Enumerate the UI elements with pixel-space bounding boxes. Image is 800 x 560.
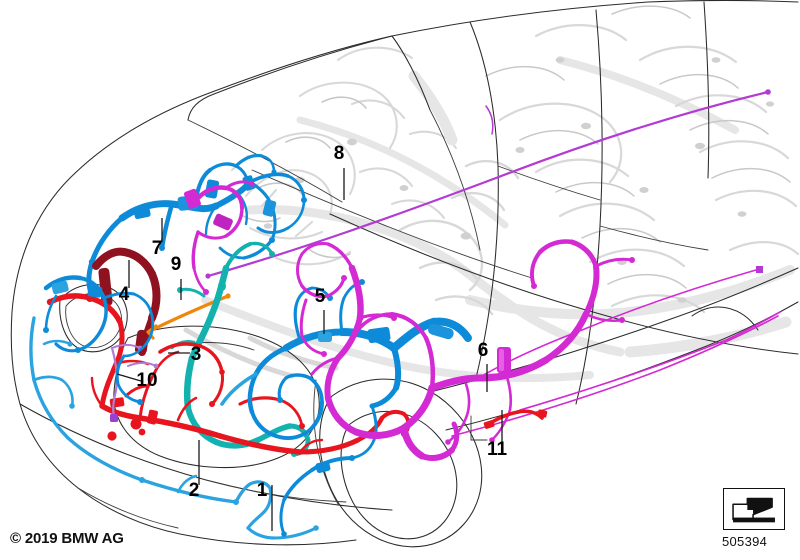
callout-number-3: 3 <box>191 344 202 365</box>
harness-11-earth-strap <box>470 409 548 441</box>
callout-number-1: 1 <box>257 480 268 501</box>
callout-number-4: 4 <box>119 284 130 305</box>
diagram-id-number: 505394 <box>722 534 768 549</box>
vehicle-body-outline <box>10 0 799 548</box>
callout-number-11: 11 <box>487 439 508 460</box>
callout-number-9: 9 <box>171 254 182 275</box>
harness-8-antenna-cable <box>205 89 771 279</box>
callout-number-6: 6 <box>478 340 489 361</box>
copyright-notice: © 2019 BMW AG <box>10 530 124 547</box>
ghost-connectors <box>263 57 774 303</box>
callout-10: 10 <box>116 370 158 391</box>
callout-4: 4 <box>119 260 130 305</box>
callout-number-8: 8 <box>334 143 345 164</box>
callout-11: 11 <box>487 410 508 460</box>
callout-1: 1 <box>257 480 273 531</box>
callout-7: 7 <box>152 218 163 259</box>
harness-1-underbody-blue <box>29 316 319 540</box>
zoom-badge <box>723 488 785 530</box>
callout-number-7: 7 <box>152 238 163 259</box>
callout-8: 8 <box>334 143 345 200</box>
harness-front-left-blue-cluster <box>43 275 155 405</box>
harness-engine-bay-magenta <box>183 180 255 295</box>
callout-leader-10 <box>116 373 142 382</box>
callout-layer: 1 2 3 4 5 6 7 8 9 10 11 <box>116 143 508 531</box>
callout-number-5: 5 <box>315 286 326 307</box>
callout-number-10: 10 <box>136 370 157 391</box>
callout-3: 3 <box>168 344 201 365</box>
ghost-harness-layer <box>183 5 800 383</box>
magnifier-arrow-icon <box>732 497 775 523</box>
callout-2: 2 <box>189 440 200 501</box>
callout-6: 6 <box>478 340 489 392</box>
callout-9: 9 <box>171 254 182 300</box>
harness-2-front-end-red <box>46 293 411 455</box>
callout-number-2: 2 <box>189 480 200 501</box>
harness-7-engine-compartment-blue <box>86 153 307 299</box>
callout-5: 5 <box>315 286 326 334</box>
